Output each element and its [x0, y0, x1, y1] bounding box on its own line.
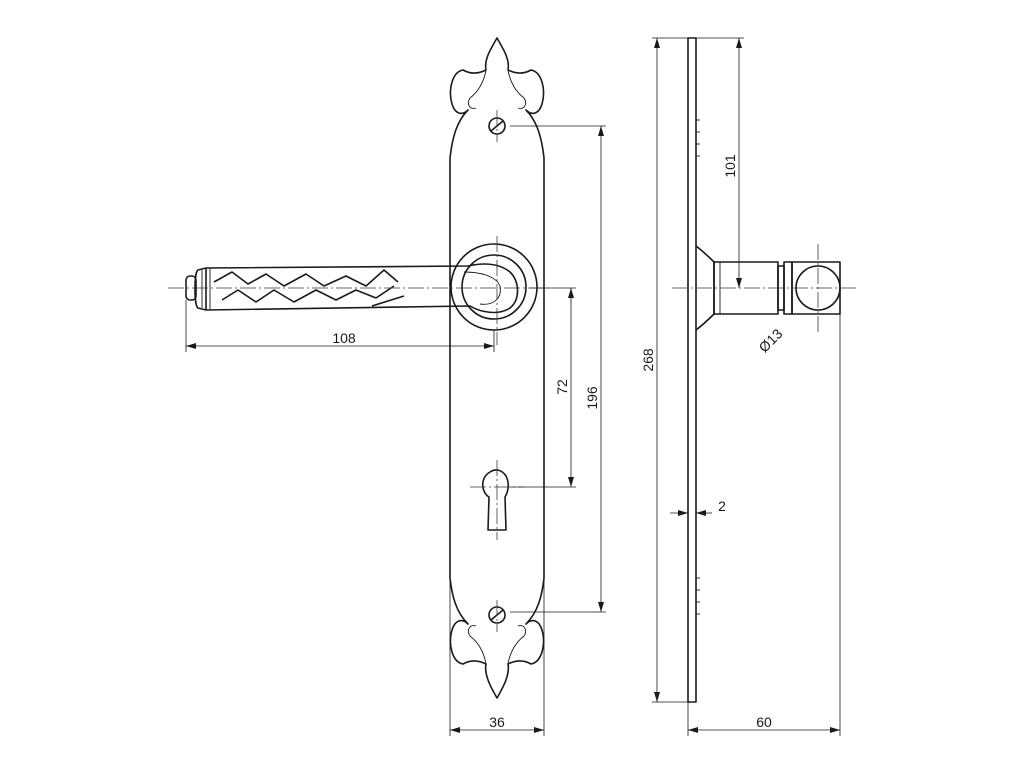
dim-plate-thickness: 2 [670, 498, 726, 516]
dim-spindle-diameter: Ø13 [755, 325, 785, 355]
dim-plate-width: 36 [449, 580, 545, 736]
plate-edge [687, 37, 697, 703]
plate-edge-ticks [696, 119, 700, 615]
dim-handle-length: 108 [185, 300, 495, 352]
dim-plate-height-label: 268 [640, 348, 656, 372]
back-plate-outline [449, 37, 545, 699]
dim-screw-spacing: 196 [510, 125, 606, 613]
lever-handle [185, 263, 519, 314]
dim-handle-to-keyhole-label: 72 [554, 379, 570, 395]
dim-projection: 60 [687, 314, 841, 736]
bottom-fleur-curl-right [507, 625, 527, 665]
side-view: 268 101 Ø13 2 60 [640, 37, 858, 736]
dim-handle-to-keyhole: 72 [510, 287, 576, 488]
dim-projection-label: 60 [756, 714, 772, 730]
top-fleur-curl-left [467, 69, 487, 109]
dim-handle-length-label: 108 [332, 330, 356, 346]
dim-rose-to-square: 101 [696, 37, 744, 288]
front-view: 108 36 72 196 [168, 37, 606, 736]
dim-screw-spacing-label: 196 [584, 386, 600, 410]
bottom-fleur-curl-left [467, 625, 487, 665]
handle-rose [450, 243, 538, 331]
keyhole [481, 469, 510, 531]
dim-plate-width-label: 36 [489, 714, 505, 730]
dim-plate-height: 268 [640, 37, 688, 703]
top-fleur-curl-right [507, 69, 527, 109]
dim-rose-to-square-label: 101 [722, 154, 738, 178]
dim-spindle-diameter-label: Ø13 [755, 325, 785, 355]
dim-plate-thickness-label: 2 [718, 498, 726, 514]
